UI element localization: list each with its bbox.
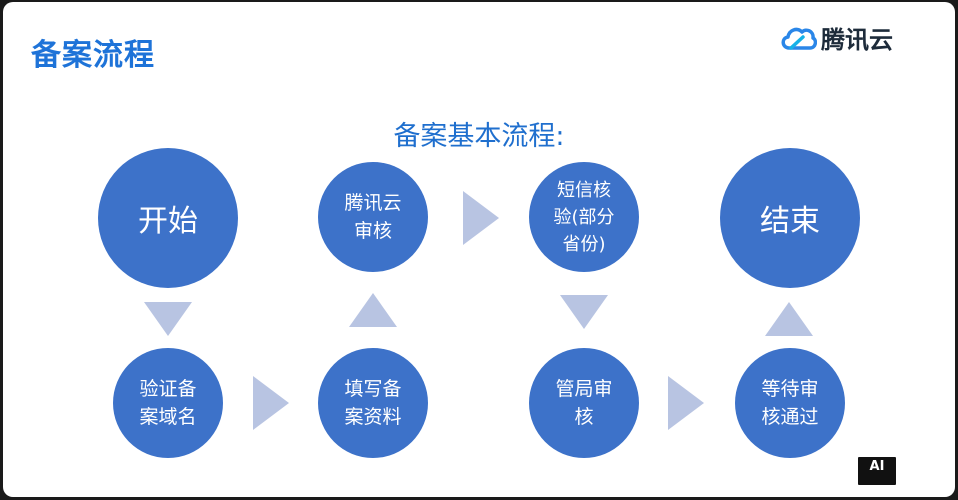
step-bureau-review-label: 管局审 核 (555, 378, 613, 428)
step-end-label: 结束 (760, 204, 820, 239)
arrow-up-icon (349, 293, 397, 327)
page-title: 备案流程 (31, 38, 155, 73)
arrow-right-icon (668, 376, 704, 430)
arrow-right-icon (253, 376, 289, 430)
step-sms-verify: 短信核 验(部分 省份) (529, 162, 639, 272)
cloud-logo-icon (781, 27, 817, 50)
arrow-down-icon (144, 302, 192, 336)
step-fill-info-label: 填写备 案资料 (344, 378, 402, 428)
step-wait-approval-label: 等待审 核通过 (761, 378, 819, 428)
brand-logo: 腾讯云 (779, 20, 893, 55)
arrow-up-icon (765, 302, 813, 336)
slide: 备案流程 腾讯云 备案基本流程: 开始 腾讯云 审核 短信核 验(部分 省份) … (3, 2, 955, 497)
brand-name: 腾讯云 (821, 26, 893, 54)
arrow-right-icon (463, 191, 499, 245)
step-verify-domain: 验证备 案域名 (113, 348, 223, 458)
arrow-down-icon (560, 295, 608, 329)
step-sms-verify-label: 短信核 验(部分 省份) (553, 179, 615, 255)
watermark: AI 树叶云 (856, 455, 946, 487)
step-wait-approval: 等待审 核通过 (735, 348, 845, 458)
watermark-text: 树叶云 (904, 464, 946, 480)
watermark-badge: AI (856, 455, 898, 487)
flow-subtitle: 备案基本流程: (393, 121, 565, 152)
step-tencent-review-label: 腾讯云 审核 (344, 192, 402, 242)
step-bureau-review: 管局审 核 (529, 348, 639, 458)
step-start-label: 开始 (138, 204, 198, 239)
step-end: 结束 (720, 148, 860, 288)
step-start: 开始 (98, 148, 238, 288)
step-fill-info: 填写备 案资料 (318, 348, 428, 458)
step-tencent-review: 腾讯云 审核 (318, 162, 428, 272)
step-verify-domain-label: 验证备 案域名 (139, 378, 197, 428)
